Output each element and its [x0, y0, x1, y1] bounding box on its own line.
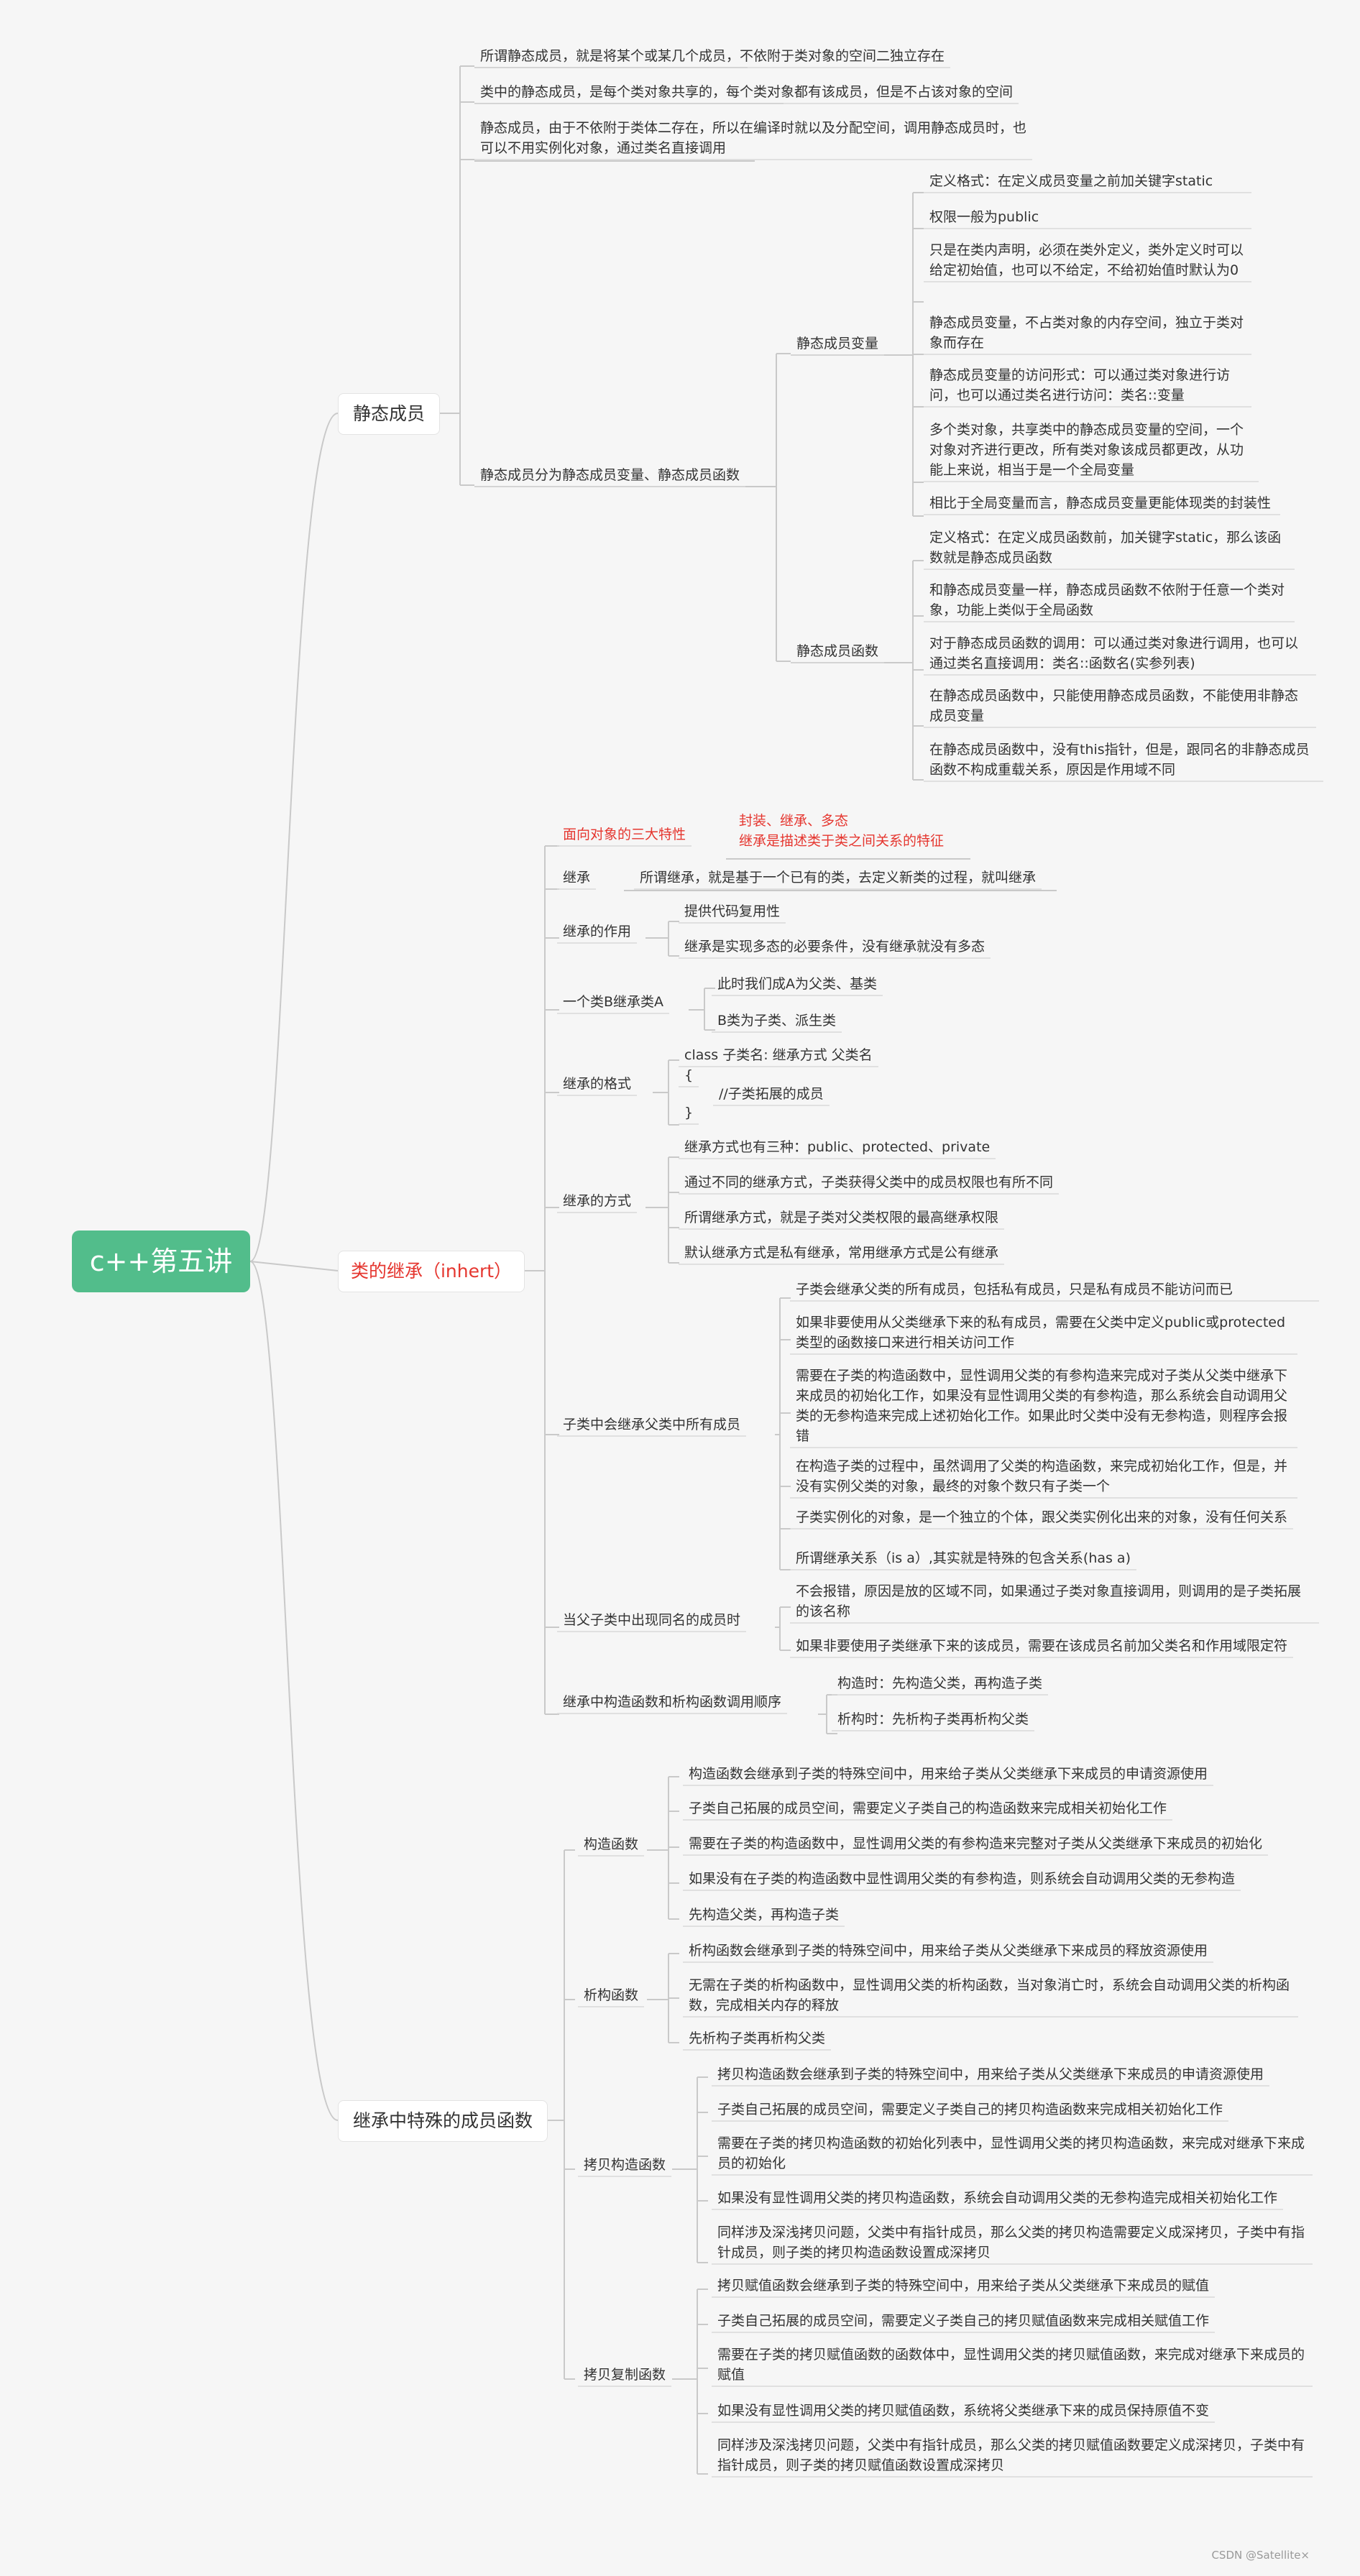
inherit-def-text: 所谓继承，就是基于一个已有的类，去定义新类的过程，就叫继承 — [640, 870, 1037, 886]
special-ctor-label[interactable]: 构造函数 — [584, 1836, 639, 1852]
special-copy-item: 子类自己拓展的成员空间，需要定义子类自己的拷贝构造函数来完成相关初始化工作 — [717, 2102, 1223, 2117]
special-assign-item: 如果没有显性调用父类的拷贝赋值函数，系统将父类继承下来的成员保持原值不变 — [717, 2403, 1210, 2419]
inherit-order-item: 构造时：先构造父类，再构造子类 — [837, 1675, 1043, 1691]
special-assign-item: 同样涉及深浅拷贝问题，父类中有指针成员，那么父类的拷贝赋值函数要定义成深拷贝，子… — [717, 2437, 1305, 2473]
topic-static-members[interactable]: 静态成员 — [338, 393, 440, 435]
special-copy-item: 如果没有显性调用父类的拷贝构造函数，系统会自动调用父类的无参构造完成相关初始化工… — [717, 2190, 1278, 2206]
inherit-all-item: 如果非要使用从父类继承下来的私有成员，需要在父类中定义public或protec… — [796, 1315, 1286, 1351]
static-var-item: 只是在类内声明，必须在类外定义，类外定义时可以给定初始值，也可以不给定，不给初始… — [929, 242, 1244, 278]
static-func-item: 和静态成员变量一样，静态成员函数不依附于任意一个类对象，功能上类似于全局函数 — [929, 582, 1285, 618]
special-ctor-item: 需要在子类的构造函数中，显性调用父类的有参构造来完整对子类从父类继承下来成员的初… — [689, 1836, 1263, 1852]
static-item-4: 静态成员分为静态成员变量、静态成员函数 — [480, 467, 740, 483]
inherit-all-item: 所谓继承关系（is a）,其实就是特殊的包含关系(has a) — [796, 1550, 1131, 1566]
inherit-role-item: 继承是实现多态的必要条件，没有继承就没有多态 — [684, 939, 985, 954]
inherit-all-label[interactable]: 子类中会继承父类中所有成员 — [563, 1417, 741, 1432]
special-dtor-item: 析构函数会继承到子类的特殊空间中，用来给子类从父类继承下来成员的释放资源使用 — [689, 1943, 1208, 1959]
inherit-ab-label[interactable]: 一个类B继承类A — [563, 994, 664, 1010]
special-assign-item: 需要在子类的拷贝赋值函数的函数体中，显性调用父类的拷贝赋值函数，来完成对继承下来… — [717, 2347, 1305, 2383]
inherit-mode-item: 继承方式也有三种：public、protected、private — [684, 1139, 991, 1155]
inherit-mode-item: 所谓继承方式，就是子类对父类权限的最高继承权限 — [684, 1210, 999, 1225]
special-copy-item: 拷贝构造函数会继承到子类的特殊空间中，用来给子类从父类继承下来成员的申请资源使用 — [717, 2066, 1264, 2082]
inherit-format-label[interactable]: 继承的格式 — [563, 1076, 632, 1092]
inherit-all-item: 在构造子类的过程中，虽然调用了父类的构造函数，来完成初始化工作，但是，并没有实例… — [796, 1458, 1288, 1494]
inherit-all-item: 子类实例化的对象，是一个独立的个体，跟父类实例化出来的对象，没有任何关系 — [796, 1509, 1288, 1525]
inherit-same-item: 不会报错，原因是放的区域不同，如果通过子类对象直接调用，则调用的是子类拓展的该名… — [796, 1583, 1302, 1619]
inherit-same-item: 如果非要使用子类继承下来的该成员，需要在该成员名前加父类名和作用域限定符 — [796, 1638, 1288, 1654]
topic-static-var[interactable]: 静态成员变量 — [796, 336, 879, 351]
special-ctor-item: 如果没有在子类的构造函数中显性调用父类的有参构造，则系统会自动调用父类的无参构造 — [689, 1871, 1236, 1887]
special-dtor-item: 先析构子类再析构父类 — [689, 2030, 826, 2046]
inherit-order-item: 析构时：先析构子类再析构父类 — [837, 1711, 1029, 1727]
static-func-item: 在静态成员函数中，只能使用静态成员函数，不能使用非静态成员变量 — [929, 688, 1299, 724]
static-func-item: 在静态成员函数中，没有this指针，但是，跟同名的非静态成员函数不构成重载关系，… — [929, 742, 1310, 778]
inherit-format-line: //子类拓展的成员 — [719, 1086, 824, 1102]
static-var-item: 定义格式：在定义成员变量之前加关键字static — [929, 173, 1213, 189]
inherit-order-label[interactable]: 继承中构造函数和析构函数调用顺序 — [563, 1694, 782, 1710]
special-ctor-item: 子类自己拓展的成员空间，需要定义子类自己的构造函数来完成相关初始化工作 — [689, 1800, 1167, 1816]
topic-inheritance[interactable]: 类的继承（inhert） — [338, 1251, 525, 1292]
static-var-item: 权限一般为public — [929, 209, 1039, 225]
inherit-role-label[interactable]: 继承的作用 — [563, 924, 632, 939]
static-var-item: 多个类对象，共享类中的静态成员变量的空间，一个对象对齐进行更改，所有类对象该成员… — [929, 422, 1244, 478]
inherit-all-item: 子类会继承父类的所有成员，包括私有成员，只是私有成员不能访问而已 — [796, 1282, 1233, 1297]
special-assign-item: 子类自己拓展的成员空间，需要定义子类自己的拷贝赋值函数来完成相关赋值工作 — [717, 2313, 1210, 2329]
watermark: CSDN @Satellite× — [1211, 2549, 1310, 2562]
static-func-item: 对于静态成员函数的调用：可以通过类对象进行调用，也可以通过类名直接调用：类名::… — [929, 635, 1299, 671]
static-var-item: 静态成员变量，不占类对象的内存空间，独立于类对象而存在 — [929, 315, 1244, 351]
special-ctor-item: 先构造父类，再构造子类 — [689, 1907, 840, 1923]
special-copy-item: 同样涉及深浅拷贝问题，父类中有指针成员，那么父类的拷贝构造需要定义成深拷贝，子类… — [717, 2225, 1305, 2260]
inherit-mode-label[interactable]: 继承的方式 — [563, 1193, 632, 1209]
static-item-2: 类中的静态成员，是每个类对象共享的，每个类对象都有该成员，但是不占该对象的空间 — [480, 84, 1014, 100]
special-assign-item: 拷贝赋值函数会继承到子类的特殊空间中，用来给子类从父类继承下来成员的赋值 — [717, 2278, 1210, 2294]
static-var-item: 静态成员变量的访问形式：可以通过类对象进行访问，也可以通过类名进行访问：类名::… — [929, 367, 1231, 403]
special-ctor-item: 构造函数会继承到子类的特殊空间中，用来给子类从父类继承下来成员的申请资源使用 — [689, 1766, 1208, 1782]
inherit-def-label[interactable]: 继承 — [563, 870, 591, 886]
special-copy-item: 需要在子类的拷贝构造函数的初始化列表中，显性调用父类的拷贝构造函数，来完成对继承… — [717, 2135, 1305, 2171]
special-dtor-label[interactable]: 析构函数 — [584, 1987, 639, 2003]
inherit-oop-note-2: 继承是描述类于类之间关系的特征 — [739, 833, 945, 849]
root-topic[interactable]: c++第五讲 — [72, 1230, 250, 1292]
static-item-3: 静态成员，由于不依附于类体二存在，所以在编译时就以及分配空间，调用静态成员时，也… — [480, 120, 1027, 156]
inherit-format-line: class 子类名: 继承方式 父类名 — [684, 1047, 873, 1063]
inherit-oop-note-1: 封装、继承、多态 — [739, 813, 849, 829]
inherit-ab-item: B类为子类、派生类 — [717, 1013, 837, 1029]
inherit-mode-item: 默认继承方式是私有继承，常用继承方式是公有继承 — [684, 1245, 999, 1261]
inherit-oop-label[interactable]: 面向对象的三大特性 — [563, 827, 686, 842]
inherit-ab-item: 此时我们成A为父类、基类 — [717, 976, 877, 992]
special-assign-label[interactable]: 拷贝复制函数 — [584, 2367, 666, 2383]
topic-special-members[interactable]: 继承中特殊的成员函数 — [338, 2100, 548, 2142]
topic-static-func[interactable]: 静态成员函数 — [796, 643, 879, 659]
static-func-item: 定义格式：在定义成员函数前，加关键字static，那么该函数就是静态成员函数 — [929, 530, 1282, 566]
static-item-1: 所谓静态成员，就是将某个或某几个成员，不依附于类对象的空间二独立存在 — [480, 48, 945, 64]
inherit-mode-item: 通过不同的继承方式，子类获得父类中的成员权限也有所不同 — [684, 1174, 1054, 1190]
inherit-all-item: 需要在子类的构造函数中，显性调用父类的有参构造来完成对子类从父类中继承下来成员的… — [796, 1368, 1288, 1444]
inherit-format-line: { — [684, 1067, 694, 1083]
inherit-format-line: } — [684, 1105, 694, 1121]
special-copy-label[interactable]: 拷贝构造函数 — [584, 2157, 666, 2173]
special-dtor-item: 无需在子类的析构函数中，显性调用父类的析构函数，当对象消亡时，系统会自动调用父类… — [689, 1977, 1290, 2013]
static-var-item: 相比于全局变量而言，静态成员变量更能体现类的封装性 — [929, 495, 1272, 511]
inherit-role-item: 提供代码复用性 — [684, 903, 781, 919]
inherit-same-label[interactable]: 当父子类中出现同名的成员时 — [563, 1612, 741, 1628]
